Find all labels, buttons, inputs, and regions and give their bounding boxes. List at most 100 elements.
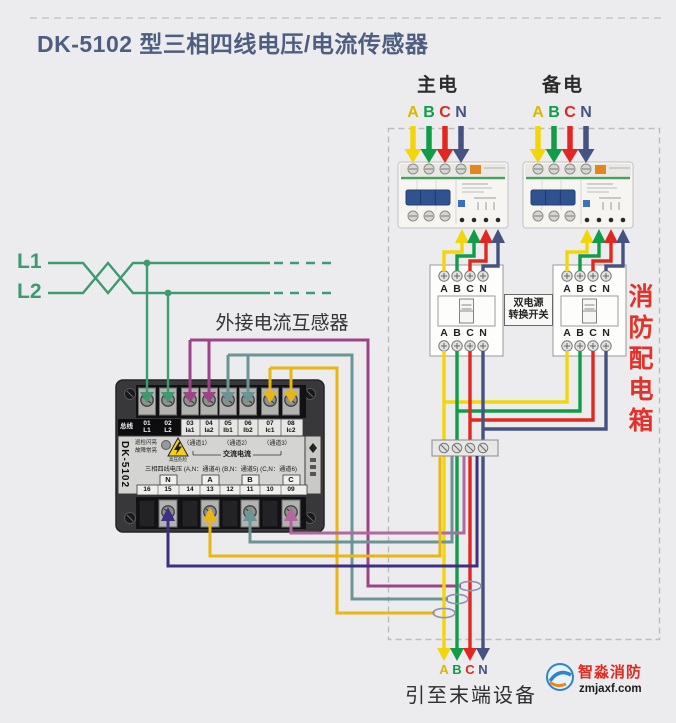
l1-label: L1 xyxy=(17,250,42,273)
terminal-no-05: 05 xyxy=(224,419,232,427)
bottom-terminal-number-16: 16 xyxy=(143,485,151,493)
terminal-no-06: 06 xyxy=(244,419,252,427)
logo-name: 智淼消防 xyxy=(578,664,643,681)
channel-3-label: （通道3） xyxy=(263,441,291,447)
dual-power-switch-label-line1: 双电源 xyxy=(513,297,544,309)
phase-letter-c: C xyxy=(466,327,474,339)
device-status-line1: 巡检闪亮 xyxy=(135,440,158,446)
phase-letter-c: C xyxy=(589,327,597,339)
lead-to-end-label: 引至末端设备 xyxy=(405,685,537,707)
ct-arrow-ic1 xyxy=(263,392,277,403)
breaker-out-arrow xyxy=(479,229,493,243)
hv-warning-label: 高压危险 xyxy=(169,457,187,462)
ct-wires-yellow xyxy=(268,366,435,615)
bottom-terminal-number-09: 09 xyxy=(287,485,295,493)
phase-letter-a: A xyxy=(563,283,571,295)
phase-letter-n: N xyxy=(580,104,592,121)
terminal-no-04: 04 xyxy=(205,419,213,427)
l2-arrow xyxy=(161,392,175,403)
l1-l2-lines xyxy=(48,261,338,392)
terminal-no-02: 02 xyxy=(164,419,172,427)
output-arrow-c xyxy=(463,648,477,661)
ct-arrow-ia2 xyxy=(202,392,216,403)
output-arrow-a xyxy=(437,648,451,661)
phase-letter-b: B xyxy=(576,327,584,339)
backup-power-label: 备电 xyxy=(541,75,585,96)
fire-box-dashed-border xyxy=(387,127,661,641)
device-model-label: DK-5102 xyxy=(119,441,130,489)
breaker-out-arrow xyxy=(455,229,469,243)
l2-junction-dot xyxy=(164,289,172,297)
voltage-channels-label: 三相四线电压 (A,N：通道4) (B,N：通道5) (C,N：通道6) xyxy=(145,466,297,473)
bottom-terminal-number-12: 12 xyxy=(226,485,234,493)
phase-letter-b: B xyxy=(423,104,435,121)
bottom-phase-cell-c: C xyxy=(288,475,294,484)
phase-letter-n: N xyxy=(478,662,488,677)
ct-arrow-ib1 xyxy=(221,392,235,403)
sense-arrow-a xyxy=(203,507,217,521)
main-feed-verticals xyxy=(442,351,485,649)
breaker-out-arrow xyxy=(580,229,594,243)
l1-arrow xyxy=(140,392,154,403)
page-title: DK-5102 型三相四线电压/电流传感器 xyxy=(37,31,429,57)
phase-letter-a: A xyxy=(407,104,419,121)
bus-junction-block xyxy=(431,439,499,457)
output-arrow-n xyxy=(476,648,490,661)
breaker-out-arrow xyxy=(604,229,618,243)
phase-letter-c: C xyxy=(564,104,576,121)
ct-external-label: 外接电流互感器 xyxy=(215,313,349,334)
channel-2-label: （通道2） xyxy=(223,441,251,447)
phase-letter-b: B xyxy=(548,104,560,121)
backup-breaker-graphic xyxy=(522,161,634,229)
breaker-out-arrow xyxy=(616,229,630,243)
main-breaker-graphic xyxy=(397,161,509,229)
phase-letter-b: B xyxy=(453,283,461,295)
sense-arrow-b xyxy=(243,507,257,521)
l1-junction-dot xyxy=(143,259,151,267)
ct-ellipse-c xyxy=(458,580,482,592)
logo-icon xyxy=(546,663,574,691)
device-bottom-terminals xyxy=(138,499,301,528)
l2-label: L2 xyxy=(17,280,42,303)
ct-wires-teal xyxy=(226,353,448,601)
terminal-no-03: 03 xyxy=(186,419,194,427)
bottom-terminal-number-10: 10 xyxy=(266,485,274,493)
phase-arrows-backup xyxy=(529,126,595,163)
bottom-terminal-number-13: 13 xyxy=(206,485,214,493)
transfer-switch-left-graphic xyxy=(429,264,504,357)
device-bus-label: 总线 xyxy=(120,423,133,430)
phase-letter-a: A xyxy=(440,283,448,295)
phase-letter-b: B xyxy=(452,662,462,677)
sense-arrow-c xyxy=(284,507,298,521)
output-arrow-b xyxy=(450,648,464,661)
terminal-name-08: Ic2 xyxy=(286,427,296,434)
phase-letter-a: A xyxy=(563,327,571,339)
sense-arrow-n xyxy=(161,507,175,521)
breaker-out-arrow xyxy=(592,229,606,243)
dual-power-switch-label: 双电源 转换开关 xyxy=(504,294,553,326)
ac-current-label: 交流电流 xyxy=(223,451,251,458)
terminal-name-07: Ic1 xyxy=(265,427,275,434)
ct-arrow-ic2 xyxy=(284,392,298,403)
phase-letter-a: A xyxy=(439,662,449,677)
bottom-terminal-number-15: 15 xyxy=(164,485,172,493)
phase-letter-n: N xyxy=(455,104,467,121)
phase-letter-c: C xyxy=(439,104,451,121)
phase-letter-c: C xyxy=(589,283,597,295)
breaker-out-arrow xyxy=(467,229,481,243)
phase-letter-n: N xyxy=(602,327,610,339)
terminal-name-01: L1 xyxy=(143,427,151,434)
ct-ellipse-a xyxy=(432,607,456,619)
terminal-no-01: 01 xyxy=(143,419,151,427)
main-power-label: 主电 xyxy=(416,75,460,96)
phase-letter-a: A xyxy=(440,327,448,339)
fire-box-label: 消防配电箱 xyxy=(625,283,653,438)
breaker-to-switch-wires-right xyxy=(565,242,625,271)
bottom-phase-cell-n: N xyxy=(165,475,171,484)
breaker-out-arrow xyxy=(491,229,505,243)
sensor-device-graphic xyxy=(115,379,325,533)
phase-letter-b: B xyxy=(453,327,461,339)
ct-arrow-ib2 xyxy=(241,392,255,403)
